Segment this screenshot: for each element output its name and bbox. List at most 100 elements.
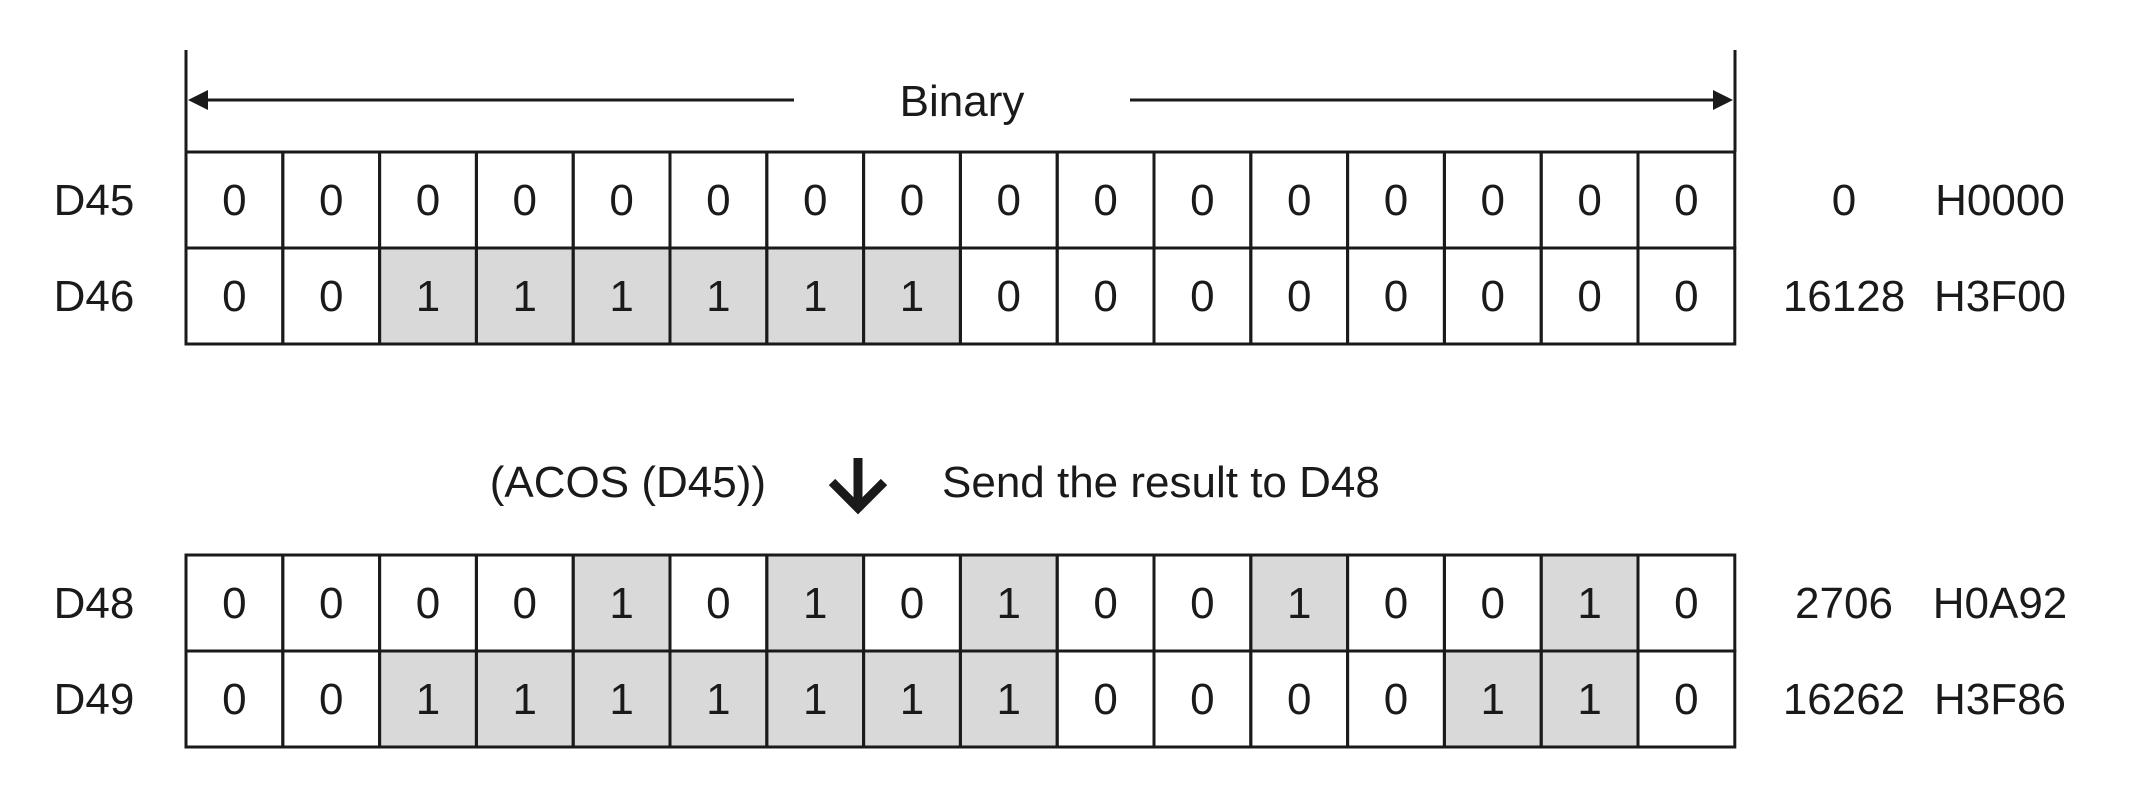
bit-value: 1 <box>1577 579 1601 628</box>
bit-value: 1 <box>706 675 730 724</box>
bit-value: 0 <box>1384 272 1408 321</box>
hex-value: H0000 <box>1935 176 2065 225</box>
bit-value: 1 <box>1287 579 1311 628</box>
bit-cell <box>766 248 864 344</box>
bit-cell <box>1541 152 1638 248</box>
bit-cell <box>1347 555 1445 651</box>
bit-value: 0 <box>706 176 730 225</box>
bit-value: 0 <box>1577 176 1601 225</box>
hex-value: H0A92 <box>1933 579 2068 628</box>
register-label: D46 <box>54 272 135 321</box>
bit-cell <box>1444 152 1542 248</box>
bit-cell-border <box>1636 246 1737 346</box>
bit-cell <box>282 651 380 747</box>
bit-cell <box>766 651 864 747</box>
bit-cell <box>379 152 477 248</box>
bit-value: 0 <box>1287 176 1311 225</box>
binary-span-indicator: Binary <box>184 50 1737 152</box>
bit-value: 0 <box>1190 176 1214 225</box>
bit-value: 1 <box>900 272 924 321</box>
bit-value: 0 <box>803 176 827 225</box>
bit-value: 0 <box>1093 675 1117 724</box>
bit-cell-border <box>1636 649 1737 749</box>
bit-value: 0 <box>222 675 246 724</box>
bit-value: 1 <box>609 675 633 724</box>
result-label: Send the result to D48 <box>942 458 1380 507</box>
bit-cell <box>960 248 1058 344</box>
bit-value: 1 <box>900 675 924 724</box>
bit-cell <box>1057 651 1154 747</box>
bit-value: 1 <box>513 272 537 321</box>
bit-value: 0 <box>1190 579 1214 628</box>
bit-cell <box>1638 555 1735 651</box>
bit-value: 1 <box>609 579 633 628</box>
bit-cell <box>1541 555 1638 651</box>
decimal-value: 16262 <box>1783 675 1905 724</box>
function-label: (ACOS (D45)) <box>490 458 766 507</box>
bit-cell <box>766 555 864 651</box>
down-arrow-icon <box>828 458 888 515</box>
bit-cell <box>1154 248 1251 344</box>
bit-cell <box>1541 248 1638 344</box>
bit-cell <box>573 248 670 344</box>
bit-cell <box>766 152 864 248</box>
bit-value: 0 <box>319 675 343 724</box>
bit-value: 0 <box>222 579 246 628</box>
bit-cell <box>476 152 574 248</box>
bit-value: 0 <box>1190 272 1214 321</box>
bit-cell <box>476 555 574 651</box>
left-arrowhead-icon <box>188 90 208 110</box>
bit-value: 0 <box>1481 579 1505 628</box>
bit-value: 1 <box>416 272 440 321</box>
bit-cell <box>379 555 477 651</box>
bit-value: 0 <box>416 579 440 628</box>
bit-value: 0 <box>1481 272 1505 321</box>
bit-cell <box>1347 651 1445 747</box>
bit-value: 0 <box>513 579 537 628</box>
bit-cell <box>1057 248 1154 344</box>
bit-cell <box>186 248 283 344</box>
bit-cell <box>1347 152 1445 248</box>
bit-value: 0 <box>1093 579 1117 628</box>
bit-value: 0 <box>1674 272 1698 321</box>
bit-cell <box>186 555 283 651</box>
bit-value: 0 <box>319 579 343 628</box>
bit-cell <box>1154 152 1251 248</box>
bit-value: 0 <box>319 176 343 225</box>
bit-value: 0 <box>222 176 246 225</box>
bit-cell <box>1444 248 1542 344</box>
bit-value: 0 <box>1481 176 1505 225</box>
bit-value: 1 <box>803 272 827 321</box>
bit-value: 0 <box>1577 272 1601 321</box>
bit-cell <box>476 248 574 344</box>
register-label: D48 <box>54 579 135 628</box>
bit-cell <box>670 651 767 747</box>
bit-cell <box>1250 651 1348 747</box>
bit-value: 1 <box>706 272 730 321</box>
bit-value: 0 <box>1674 176 1698 225</box>
bit-value: 1 <box>997 675 1021 724</box>
bit-value: 0 <box>1384 579 1408 628</box>
bit-value: 0 <box>1674 579 1698 628</box>
bit-value: 0 <box>997 272 1021 321</box>
bit-value: 0 <box>1384 675 1408 724</box>
bit-cell <box>1154 555 1251 651</box>
bit-cell <box>1638 248 1735 344</box>
bit-cell <box>1057 555 1154 651</box>
bit-cell <box>379 651 477 747</box>
bit-value: 0 <box>1384 176 1408 225</box>
bit-cell <box>1638 152 1735 248</box>
bit-value: 0 <box>900 176 924 225</box>
decimal-value: 16128 <box>1783 272 1905 321</box>
bit-cell <box>670 248 767 344</box>
bit-value: 0 <box>1287 272 1311 321</box>
bit-cell <box>282 152 380 248</box>
bit-value: 0 <box>1093 176 1117 225</box>
bit-cell <box>282 248 380 344</box>
bit-cell <box>960 152 1058 248</box>
